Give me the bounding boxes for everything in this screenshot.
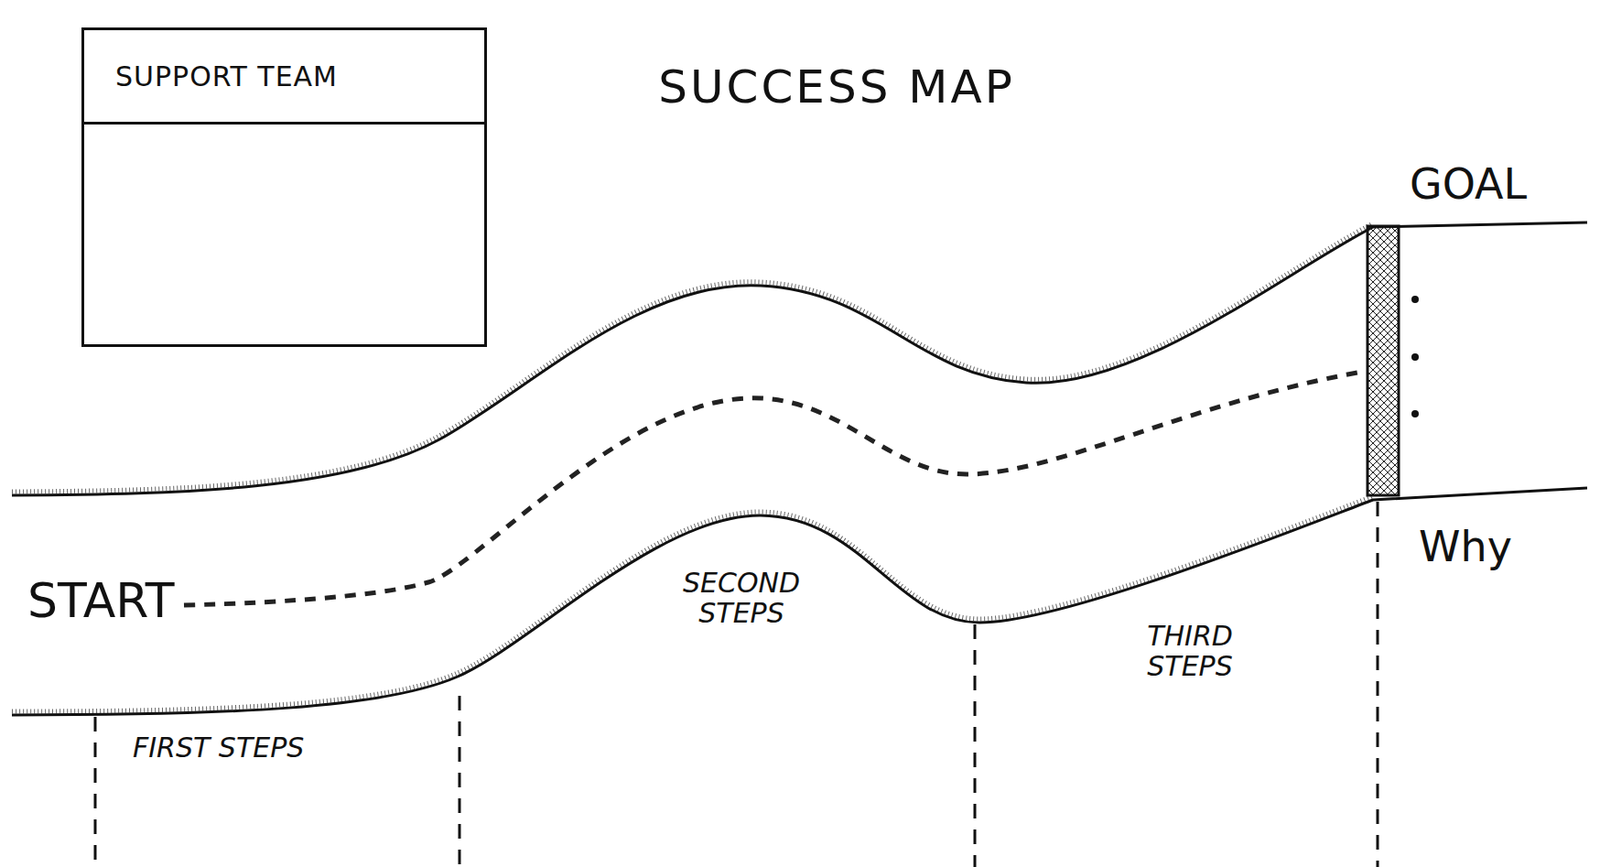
stage-label: SECOND STEPS bbox=[663, 567, 820, 628]
goal-label: GOAL bbox=[1409, 161, 1593, 208]
dot bbox=[1411, 410, 1419, 418]
road-edge bbox=[11, 222, 1588, 496]
stage-divider bbox=[458, 695, 462, 867]
dot bbox=[1411, 295, 1419, 303]
stage-divider bbox=[1376, 501, 1380, 867]
why-label: Why bbox=[1418, 523, 1584, 571]
map-title: SUCCESS MAP bbox=[658, 62, 1016, 113]
stage-label: THIRD STEPS bbox=[1121, 620, 1259, 682]
dot bbox=[1411, 353, 1419, 361]
grass-fringe bbox=[11, 223, 1373, 492]
finish-gate bbox=[1367, 226, 1399, 496]
box-heading: SUPPORT TEAM bbox=[84, 30, 485, 125]
stage-divider bbox=[94, 716, 98, 867]
support-team-box: SUPPORT TEAM bbox=[81, 27, 487, 347]
start-label: START bbox=[27, 574, 211, 628]
stage-divider bbox=[973, 624, 977, 867]
stage-label: FIRST STEPS bbox=[132, 732, 408, 763]
grass-fringe bbox=[11, 496, 1373, 712]
